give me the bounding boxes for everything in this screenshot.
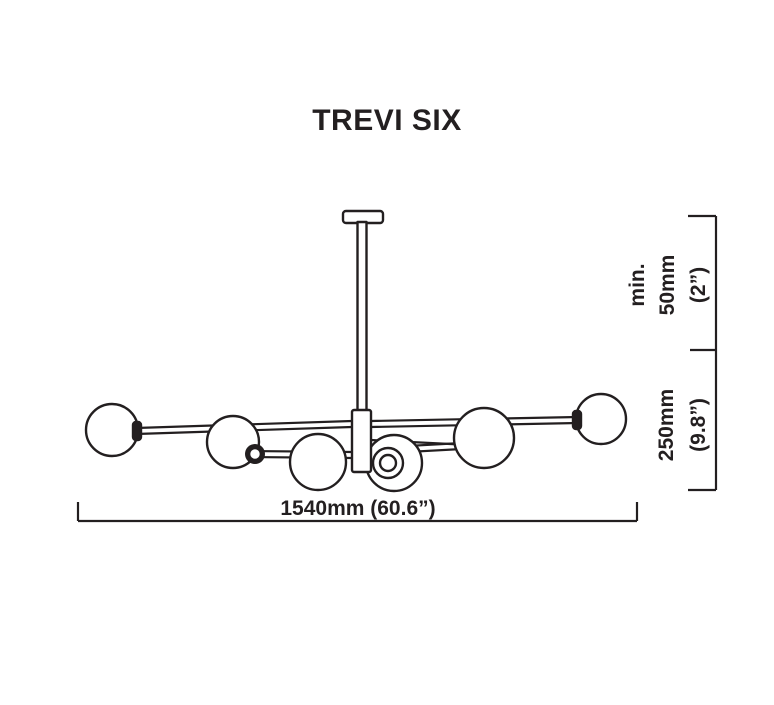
fixture-height-inch-label: (9.8”): [687, 398, 710, 452]
drop-stem: [356, 220, 368, 414]
globe-lower-left: [288, 432, 348, 492]
central-hub: [350, 408, 373, 474]
globe-mid-right: [452, 406, 516, 470]
page-title: TREVI SIX: [312, 104, 462, 137]
socket-cap-far-right: [571, 409, 583, 431]
dimension-lines: [76, 214, 718, 523]
globe-far-left: [84, 402, 140, 458]
fixture-body: [84, 209, 628, 493]
globe-far-right: [574, 392, 628, 446]
drop-min-inch-label: (2”): [687, 266, 710, 304]
socket-ring-inner-mid-left: [248, 447, 262, 461]
socket-ring-inner-lower-right: [378, 453, 398, 473]
drop-min-prefix-label: min.: [626, 263, 649, 307]
fixture-height-mm-label: 250mm: [655, 388, 678, 462]
overall-width-label: 1540mm (60.6”): [280, 497, 436, 520]
drop-min-mm-label: 50mm: [656, 254, 679, 316]
socket-cap-far-left: [131, 420, 143, 442]
